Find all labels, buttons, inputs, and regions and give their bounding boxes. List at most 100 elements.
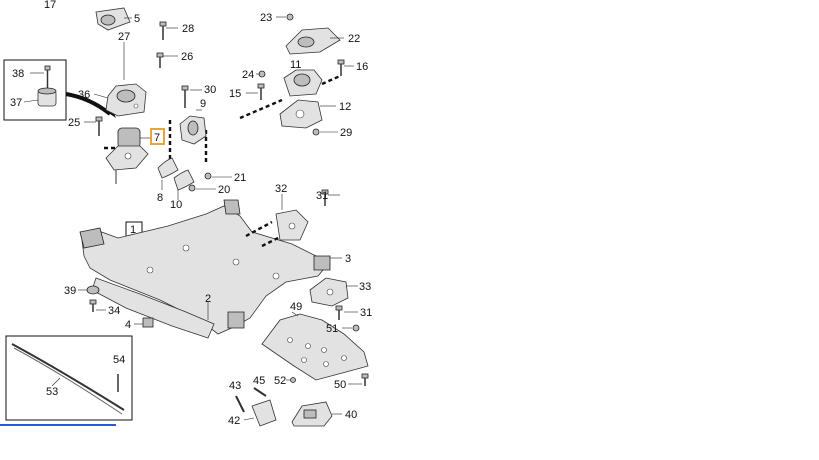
part-label-8[interactable]: 8 [157, 192, 163, 204]
bolt-51-drawing [352, 324, 360, 332]
part-label-31b[interactable]: 31 [360, 307, 372, 319]
svg-text:20: 20 [218, 184, 230, 196]
svg-text:28: 28 [182, 23, 194, 35]
part-label-22[interactable]: 22 [348, 33, 360, 45]
svg-text:10: 10 [170, 199, 182, 211]
part-label-24[interactable]: 24 [242, 69, 254, 81]
part-label-16[interactable]: 16 [356, 61, 368, 73]
bolt-38-drawing [44, 65, 51, 90]
engine-mount-7-drawing [105, 127, 149, 184]
bolt-28-drawing [159, 21, 167, 40]
svg-text:54: 54 [113, 354, 125, 366]
svg-text:7: 7 [154, 132, 160, 144]
subframe-drawing [79, 199, 331, 339]
bolt-29-drawing [312, 128, 320, 136]
part-label-51[interactable]: 51 [326, 323, 338, 335]
part-label-34[interactable]: 34 [108, 305, 120, 317]
part-label-36[interactable]: 36 [78, 89, 90, 101]
bolt-23-drawing [286, 13, 294, 21]
part-label-4[interactable]: 4 [125, 319, 131, 331]
svg-text:33: 33 [359, 281, 371, 293]
bushing-39-drawing [86, 285, 100, 295]
part-label-32[interactable]: 32 [275, 183, 287, 195]
svg-text:23: 23 [260, 12, 272, 24]
part-label-52[interactable]: 52 [274, 375, 286, 387]
svg-text:15: 15 [229, 88, 241, 100]
svg-text:31: 31 [360, 307, 372, 319]
svg-text:26: 26 [181, 51, 193, 63]
bolt-26-drawing [156, 52, 164, 68]
part-label-21[interactable]: 21 [234, 172, 246, 184]
part-label-5[interactable]: 5 [134, 13, 140, 25]
svg-text:30: 30 [204, 84, 216, 96]
part-label-43[interactable]: 43 [229, 380, 241, 392]
mount-36-drawing [105, 83, 147, 117]
svg-text:50: 50 [334, 379, 346, 391]
part-label-26[interactable]: 26 [181, 51, 193, 63]
part-label-3[interactable]: 3 [345, 253, 351, 265]
bolt-15-drawing [257, 83, 265, 100]
svg-text:1: 1 [130, 224, 136, 236]
svg-text:42: 42 [228, 415, 240, 427]
part-label-9[interactable]: 9 [200, 98, 206, 110]
part-label-31a[interactable]: 31 [316, 190, 328, 202]
part-label-20[interactable]: 20 [218, 184, 230, 196]
part-label-15[interactable]: 15 [229, 88, 241, 100]
part-label-10[interactable]: 10 [170, 199, 182, 211]
svg-text:53: 53 [46, 386, 58, 398]
svg-text:51: 51 [326, 323, 338, 335]
part-label-49[interactable]: 49 [290, 301, 302, 313]
svg-text:31: 31 [316, 190, 328, 202]
svg-text:25: 25 [68, 117, 80, 129]
part-label-11[interactable]: 11 [290, 59, 301, 71]
bolt-25-drawing [95, 116, 103, 136]
svg-text:24: 24 [242, 69, 254, 81]
mount-9-drawing [179, 115, 207, 145]
part-label-23[interactable]: 23 [260, 12, 272, 24]
part-label-2[interactable]: 2 [205, 293, 211, 305]
part-label-40[interactable]: 40 [345, 409, 357, 421]
bracket-22-drawing [285, 27, 341, 55]
part-label-28[interactable]: 28 [182, 23, 194, 35]
svg-text:39: 39 [64, 285, 76, 297]
part-label-39[interactable]: 39 [64, 285, 76, 297]
part-label-50[interactable]: 50 [334, 379, 346, 391]
svg-text:9: 9 [200, 98, 206, 110]
bolt-16-drawing [337, 59, 345, 76]
rubber-bushing-37-drawing [37, 87, 57, 107]
part-label-12[interactable]: 12 [339, 101, 351, 113]
selected-part-highlight [150, 128, 165, 145]
svg-text:3: 3 [345, 253, 351, 265]
svg-text:45: 45 [253, 375, 265, 387]
part-label-1[interactable]: 1 [130, 224, 136, 236]
inset-box-seal-strip [5, 335, 133, 421]
part-label-38[interactable]: 38 [12, 68, 24, 80]
svg-text:37: 37 [10, 97, 22, 109]
bolt-34-drawing [89, 299, 97, 312]
svg-text:38: 38 [12, 68, 24, 80]
svg-text:34: 34 [108, 305, 120, 317]
part-label-7[interactable]: 7 [150, 128, 165, 145]
svg-text:43: 43 [229, 380, 241, 392]
bracket-33-drawing [309, 277, 349, 307]
svg-text:36: 36 [78, 89, 90, 101]
link-8-drawing [157, 157, 179, 179]
part-label-29[interactable]: 29 [340, 127, 352, 139]
part-label-45[interactable]: 45 [253, 375, 265, 387]
link-10-drawing [173, 169, 195, 191]
part-label-54[interactable]: 54 [113, 354, 125, 366]
part-label-33[interactable]: 33 [359, 281, 371, 293]
part-label-25[interactable]: 25 [68, 117, 80, 129]
svg-text:52: 52 [274, 375, 286, 387]
part-label-27[interactable]: 27 [118, 31, 130, 43]
part-label-53[interactable]: 53 [46, 386, 58, 398]
part-label-42[interactable]: 42 [228, 415, 240, 427]
part-label-17[interactable]: 17 [44, 0, 56, 11]
bolt-20-drawing [188, 184, 196, 192]
part-label-30[interactable]: 30 [204, 84, 216, 96]
part-label-37[interactable]: 37 [10, 97, 22, 109]
svg-text:5: 5 [134, 13, 140, 25]
bracket-40-drawing [291, 401, 333, 427]
svg-text:27: 27 [118, 31, 130, 43]
svg-text:32: 32 [275, 183, 287, 195]
